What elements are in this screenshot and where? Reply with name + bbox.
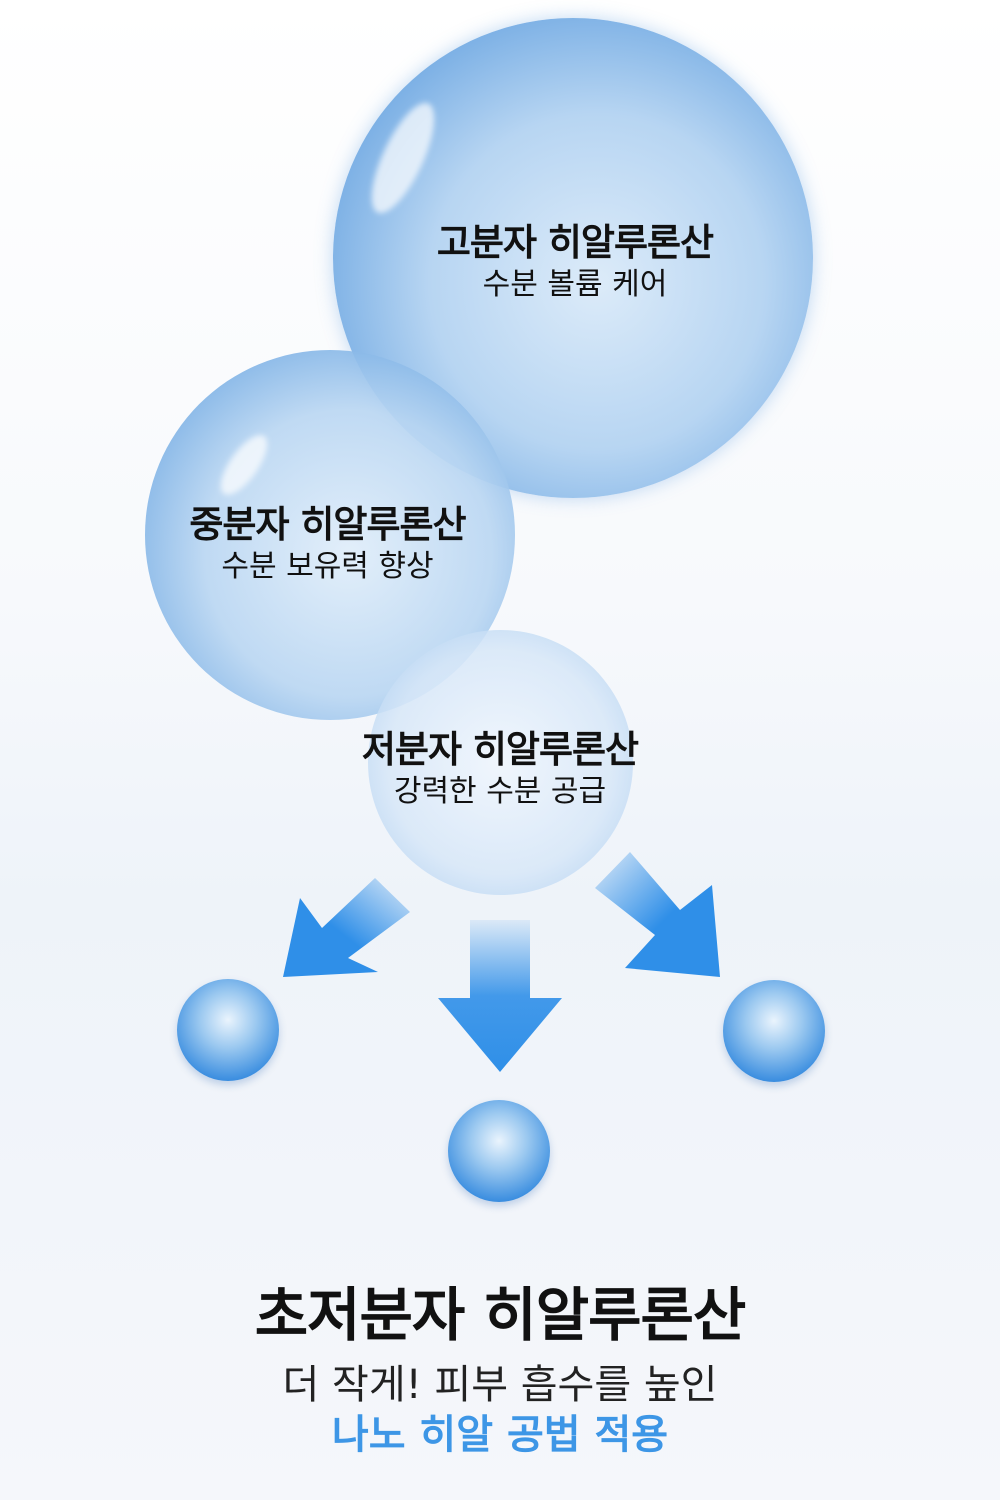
mid-molecular-label: 중분자 히알루론산 수분 보유력 향상	[150, 502, 505, 586]
arrow-down-left-icon	[283, 878, 410, 977]
arrow-down-right-icon	[595, 852, 720, 977]
low-molecular-bubble	[368, 630, 633, 895]
bubble-title: 중분자 히알루론산	[189, 503, 466, 546]
low-molecular-label: 저분자 히알루론산 강력한 수분 공급	[325, 727, 675, 811]
headline: 초저분자 히알루론산	[254, 1281, 746, 1349]
nano-sphere-left	[177, 979, 279, 1081]
high-molecular-label: 고분자 히알루론산 수분 볼륨 케어	[400, 220, 750, 304]
highlight-text: 나노 히알 공법 적용	[331, 1412, 669, 1458]
nano-sphere-center	[448, 1100, 550, 1202]
bubble-subtitle: 수분 보유력 향상	[221, 549, 434, 584]
bubble-subtitle: 강력한 수분 공급	[393, 774, 607, 809]
subline: 더 작게! 피부 흡수를 높인	[282, 1362, 718, 1408]
arrow-down-icon	[438, 920, 562, 1072]
bubble-title: 저분자 히알루론산	[361, 728, 639, 771]
nano-sphere-right	[723, 980, 825, 1082]
bubble-subtitle: 수분 볼륨 케어	[482, 267, 668, 302]
bubble-title: 고분자 히알루론산	[436, 221, 714, 264]
arrows	[283, 852, 720, 1072]
